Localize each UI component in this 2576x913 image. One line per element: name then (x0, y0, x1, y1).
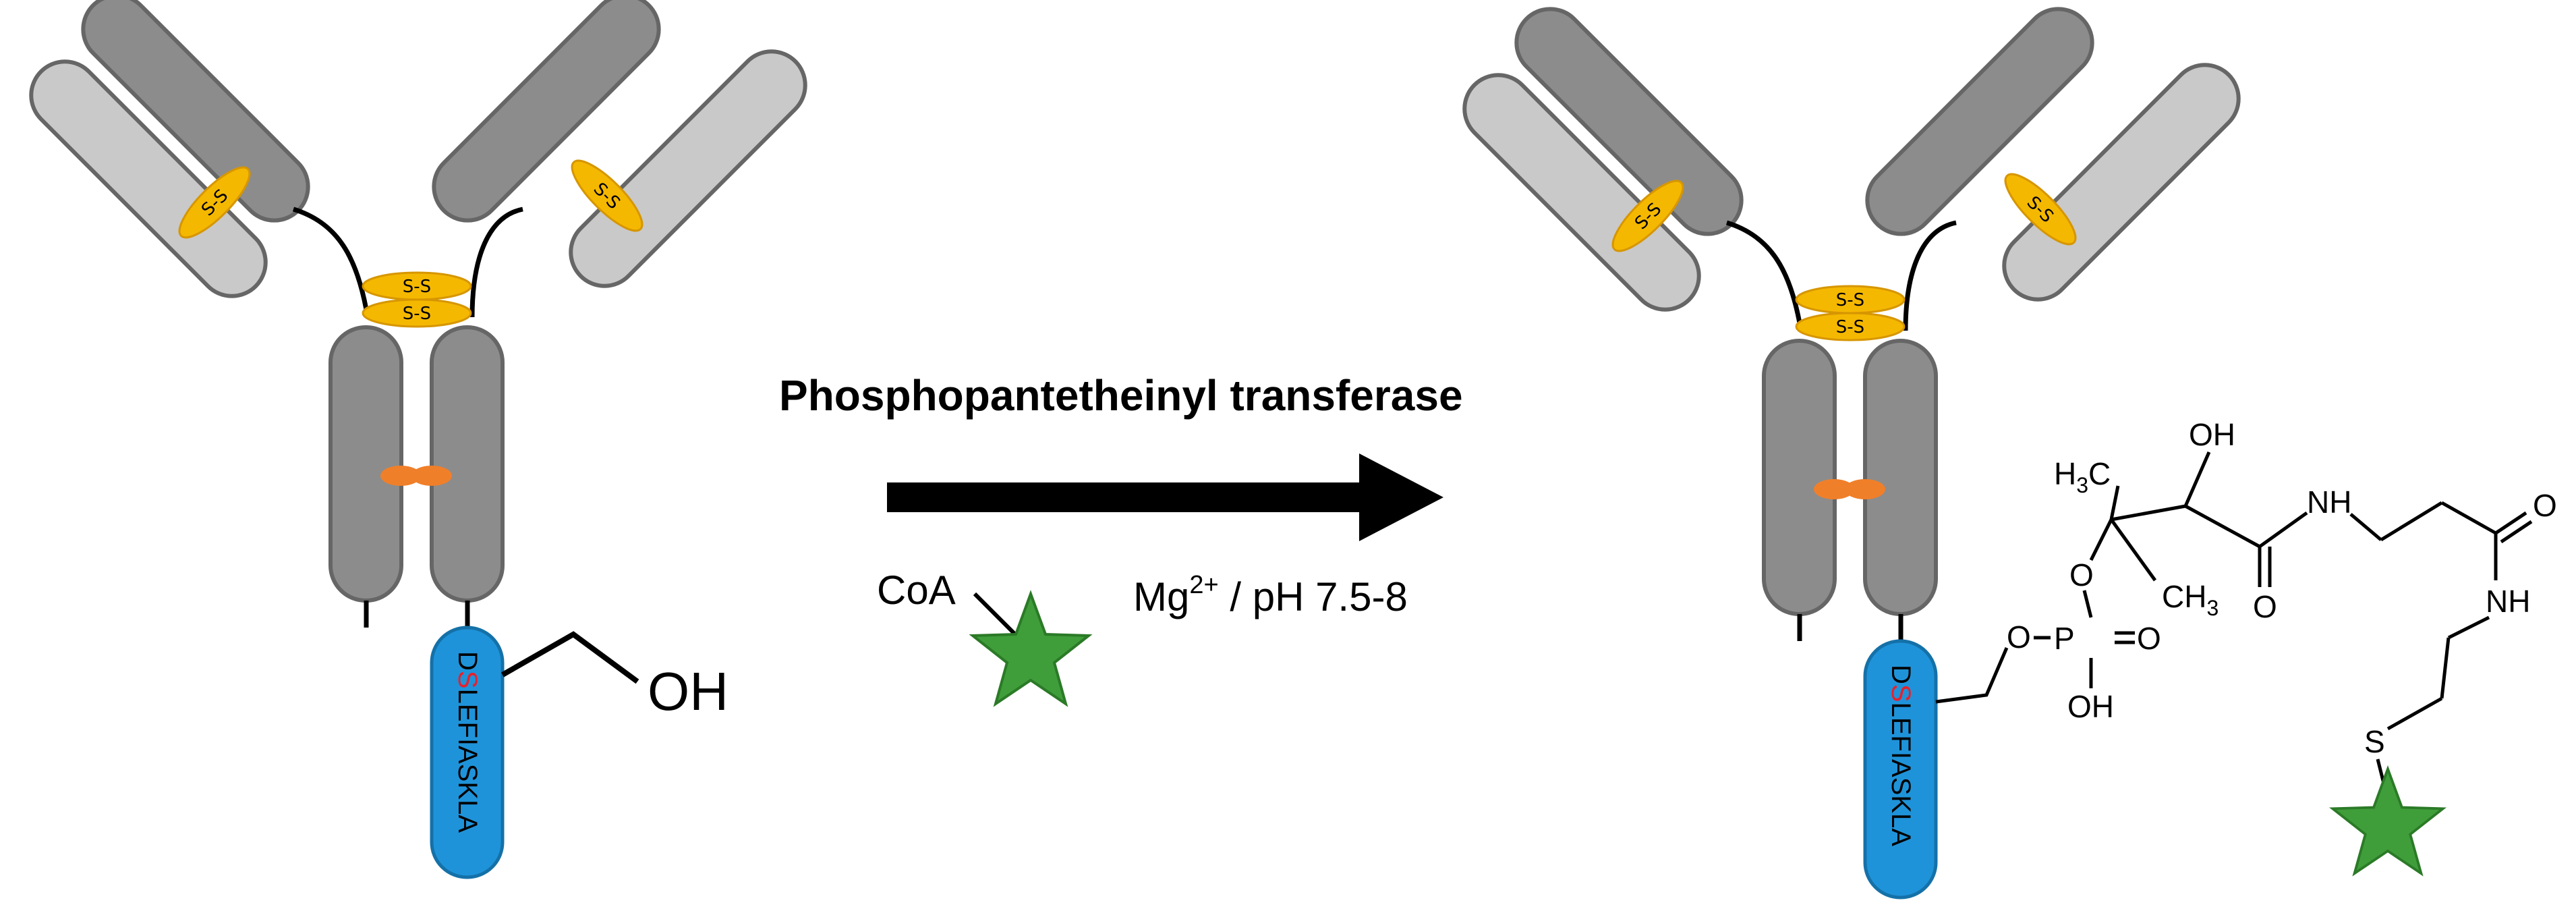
nh-label: NH (2486, 584, 2530, 619)
antibody-labeled: S-S S-S S-S S-S DSLEFIASKLA (1451, 0, 2253, 900)
peptide-tag (430, 626, 505, 879)
oh-label: OH (2189, 417, 2235, 452)
phosphopantetheine-linker (1935, 451, 2533, 787)
coa-label: CoA (877, 568, 956, 613)
o-label: O (2253, 589, 2277, 624)
peptide-tag-label: DSLEFIASKLA (1886, 665, 1916, 846)
antibody-unlabeled: S-S S-S S-S S-S DSLEFIASKLA OH (18, 0, 820, 879)
linker-atom-labels: O P O OH O H3C CH3 OH O NH O NH S (2007, 417, 2557, 759)
arrow-right-icon (887, 482, 1366, 512)
s-label: S (2364, 724, 2385, 759)
o-label: O (2069, 557, 2094, 592)
ch3-label: CH3 (2162, 579, 2219, 620)
disulfide-label: S-S (403, 304, 431, 324)
hydroxyl-label: OH (648, 661, 728, 721)
disulfide-label: S-S (403, 277, 431, 297)
peptide-tag (1863, 639, 1938, 900)
reaction-arrow: Phosphopantetheinyl transferase Mg2+ / p… (779, 371, 1463, 705)
o-label: O (2137, 621, 2161, 656)
h3c-label: H3C (2054, 456, 2111, 497)
o-label: O (2007, 619, 2031, 655)
peptide-tag-label: DSLEFIASKLA (453, 651, 482, 833)
star-icon (2331, 767, 2444, 875)
conditions-label: Mg2+ / pH 7.5-8 (1133, 571, 1408, 619)
disulfide-label: S-S (1836, 317, 1864, 337)
oh-label: OH (2067, 689, 2114, 724)
disulfide-label: S-S (1836, 290, 1864, 310)
o-label: O (2533, 488, 2557, 523)
p-label: P (2054, 621, 2075, 656)
nh-label: NH (2307, 485, 2351, 520)
enzyme-label: Phosphopantetheinyl transferase (779, 371, 1463, 420)
